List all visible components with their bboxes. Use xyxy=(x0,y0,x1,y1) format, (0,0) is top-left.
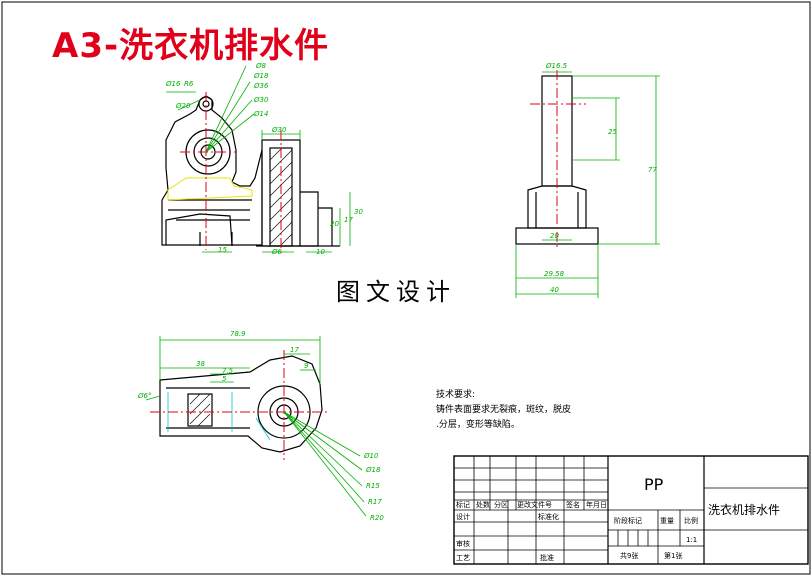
tb-material: PP xyxy=(644,475,664,494)
dim-front-1: R6 xyxy=(184,80,194,88)
dim-top-8: Ø18 xyxy=(365,466,381,474)
side-dimension-lines xyxy=(515,71,660,298)
dim-side-2: 77 xyxy=(648,166,657,174)
notes-heading: 技术要求: xyxy=(436,390,476,400)
dim-top-3: 7.5 xyxy=(222,367,234,375)
tb-part-name: 洗衣机排水件 xyxy=(708,502,780,517)
tb-row-approve: 批准 xyxy=(540,553,554,562)
notes-line-2: .分层，变形等缺陷。 xyxy=(436,420,520,430)
tb-weight: 重量 xyxy=(660,517,674,525)
tb-row-process: 工艺 xyxy=(456,554,470,562)
dim-front-12: 15 xyxy=(218,246,227,254)
banner-text: 图文设计 xyxy=(336,278,456,306)
dim-top-9: R15 xyxy=(366,482,380,490)
tb-header-2: 分区 xyxy=(494,500,508,509)
tb-row-design: 设计 xyxy=(456,512,470,521)
tb-scale-value: 1:1 xyxy=(686,536,697,544)
dim-top-1: 38 xyxy=(196,360,205,368)
tb-header-5: 年月日 xyxy=(586,500,607,509)
top-centerlines xyxy=(150,350,330,460)
top-view xyxy=(159,355,323,453)
sheet-title: A3-洗衣机排水件 xyxy=(52,26,330,66)
dim-front-9: 17 xyxy=(344,216,353,224)
dim-top-10: R17 xyxy=(368,498,382,506)
dim-front-10: 30 xyxy=(354,208,363,216)
dim-top-0: 78.9 xyxy=(230,330,246,338)
notes-line-1: 铸件表面要求无裂痕，斑纹，脱皮 xyxy=(436,405,572,415)
dim-front-13: Ø6 xyxy=(271,248,283,256)
front-view xyxy=(161,95,340,247)
dim-front-6: Ø14 xyxy=(253,110,268,118)
dim-side-4: 29.58 xyxy=(544,270,565,278)
dim-top-7: Ø10 xyxy=(363,452,379,460)
tb-header-3: 更改文件号 xyxy=(517,500,552,509)
dim-side-3: 20 xyxy=(550,232,559,240)
top-cyan xyxy=(167,392,271,441)
side-centerlines xyxy=(530,70,586,250)
dim-front-14: 10 xyxy=(316,248,325,256)
dim-front-7: Ø20 xyxy=(175,102,191,110)
front-dimension-labels: Ø16 R6 Ø8 Ø18 Ø36 Ø30 Ø14 Ø20 Ø30 17 30 … xyxy=(165,62,363,256)
dim-top-6: Ø6° xyxy=(137,392,151,400)
title-block xyxy=(453,455,809,565)
tb-stage-mark: 阶段标记 xyxy=(614,516,642,525)
tb-header-4: 签名 xyxy=(566,500,580,509)
title-block-text: 标记 处数 分区 更改文件号 签名 年月日 设计 标准化 审核 工艺 批准 阶段… xyxy=(456,475,780,562)
top-dimension-labels: 78.9 38 17 7.5 5 9 Ø6° Ø10 Ø18 R15 R17 R… xyxy=(137,330,384,522)
tb-sheet-no: 第1张 xyxy=(664,551,682,560)
side-dimension-labels: Ø16.5 25 77 20 29.58 40 xyxy=(544,62,657,294)
dim-top-2: 17 xyxy=(290,346,299,354)
tb-sheets-total: 共9张 xyxy=(620,551,638,560)
tb-scale: 比例 xyxy=(684,516,698,525)
top-dimension-lines xyxy=(145,336,367,517)
dim-front-0: Ø16 xyxy=(165,80,181,88)
tb-row-standard: 标准化 xyxy=(538,512,559,521)
dim-side-1: 25 xyxy=(608,128,617,136)
technical-notes: 技术要求: 铸件表面要求无裂痕，斑纹，脱皮 .分层，变形等缺陷。 xyxy=(436,388,571,433)
tb-row-check: 审核 xyxy=(456,539,470,548)
dim-front-8: Ø30 xyxy=(271,126,287,134)
dim-front-5: Ø30 xyxy=(253,96,269,104)
tb-header-0: 标记 xyxy=(456,500,470,509)
dim-front-3: Ø18 xyxy=(253,72,269,80)
tb-header-1: 处数 xyxy=(476,500,490,509)
dim-top-4: 5 xyxy=(222,375,227,383)
dim-side-5: 40 xyxy=(550,286,559,294)
front-dimension-lines xyxy=(166,65,351,253)
dim-front-11: 20 xyxy=(330,220,339,228)
dim-front-4: Ø36 xyxy=(253,82,269,90)
dim-front-2: Ø8 xyxy=(255,62,267,70)
dim-top-11: R20 xyxy=(370,514,384,522)
top-hatch xyxy=(189,393,211,427)
dim-top-5: 9 xyxy=(304,362,309,370)
dim-side-0: Ø16.5 xyxy=(545,62,568,70)
front-highlight xyxy=(167,177,253,201)
front-centerlines xyxy=(180,92,282,256)
